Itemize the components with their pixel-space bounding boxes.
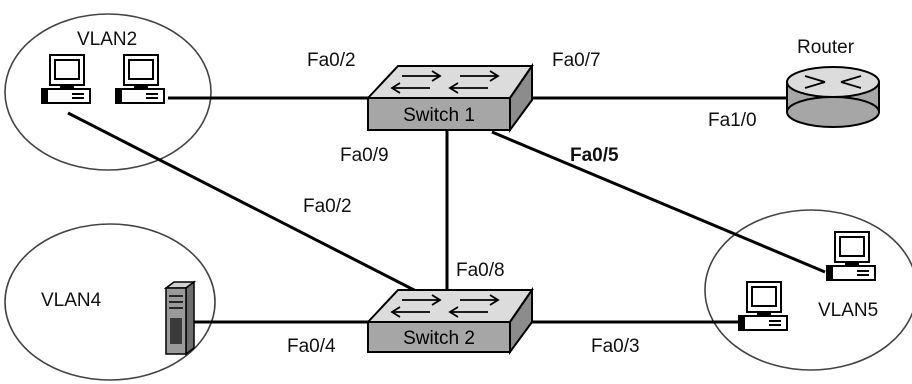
- switch1-label: Switch 1: [403, 105, 475, 126]
- switch2-front: [367, 321, 511, 353]
- port-label-sw1-fa0-2: Fa0/2: [307, 50, 356, 71]
- vlan2-label: VLAN2: [77, 29, 137, 50]
- switch2-label: Switch 2: [403, 328, 475, 349]
- router-label: Router: [797, 37, 855, 58]
- vlan5-label: VLAN5: [818, 300, 878, 321]
- link-sw1-vlan5-pc: [491, 130, 826, 274]
- router-bottom: [786, 96, 880, 128]
- router[interactable]: [786, 66, 880, 128]
- port-label-sw1-fa0-5: Fa0/5: [570, 145, 619, 166]
- port-label-router-fa1-0: Fa1/0: [708, 110, 757, 131]
- pc-icon[interactable]: [738, 281, 788, 331]
- switch1[interactable]: Switch 1: [365, 62, 534, 134]
- switch2-top: [365, 289, 534, 323]
- pc-icon[interactable]: [115, 54, 165, 104]
- vlan4-label: VLAN4: [41, 290, 102, 311]
- server-icon[interactable]: [163, 280, 197, 356]
- router-top: [786, 66, 880, 98]
- port-label-sw2-fa0-2: Fa0/2: [303, 196, 352, 217]
- port-label-sw2-fa0-8: Fa0/8: [456, 260, 505, 281]
- link-vlan2-pc-sw2: [67, 111, 419, 294]
- pc-icon[interactable]: [826, 231, 876, 281]
- port-label-sw2-fa0-4: Fa0/4: [287, 336, 336, 357]
- vlan5-area: [704, 209, 912, 371]
- pc-icon[interactable]: [41, 54, 91, 104]
- vlan2-area: [4, 13, 212, 171]
- vlan4-area: [4, 223, 216, 381]
- switch1-front: [367, 97, 511, 131]
- switch-icon: [390, 294, 500, 318]
- switch1-top: [365, 65, 534, 99]
- port-label-sw1-fa0-7: Fa0/7: [552, 50, 601, 71]
- port-label-sw2-fa0-3: Fa0/3: [591, 336, 640, 357]
- switch-icon: [390, 70, 500, 94]
- router-icon: [804, 75, 862, 89]
- switch2[interactable]: Switch 2: [365, 286, 534, 356]
- port-label-sw1-fa0-9: Fa0/9: [340, 145, 389, 166]
